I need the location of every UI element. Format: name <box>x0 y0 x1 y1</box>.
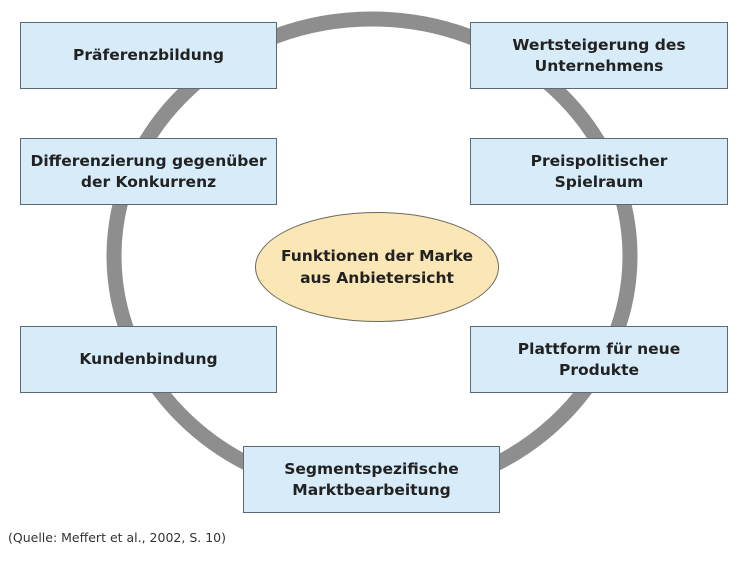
node-praeferenzbildung: Präferenzbildung <box>20 22 277 89</box>
node-label: Preispolitischer Spielraum <box>530 151 668 191</box>
source-citation: (Quelle: Meffert et al., 2002, S. 10) <box>8 530 226 545</box>
center-node: Funktionen der Marke aus Anbietersicht <box>255 212 499 322</box>
node-label: Präferenzbildung <box>73 46 224 64</box>
node-kundenbindung: Kundenbindung <box>20 326 277 393</box>
node-label: Segmentspezifische Marktbearbeitung <box>284 459 459 499</box>
node-label: Plattform für neue Produkte <box>517 339 681 379</box>
node-plattform: Plattform für neue Produkte <box>470 326 728 393</box>
node-label: Differenzierung gegenüber der Konkurrenz <box>30 151 267 191</box>
node-label: Wertsteigerung des Unternehmens <box>512 35 686 75</box>
node-segmentspezifisch: Segmentspezifische Marktbearbeitung <box>243 446 500 513</box>
node-differenzierung: Differenzierung gegenüber der Konkurrenz <box>20 138 277 205</box>
node-preispolitisch: Preispolitischer Spielraum <box>470 138 728 205</box>
center-label: Funktionen der Marke aus Anbietersicht <box>280 247 474 287</box>
node-label: Kundenbindung <box>79 350 218 368</box>
node-wertsteigerung: Wertsteigerung des Unternehmens <box>470 22 728 89</box>
